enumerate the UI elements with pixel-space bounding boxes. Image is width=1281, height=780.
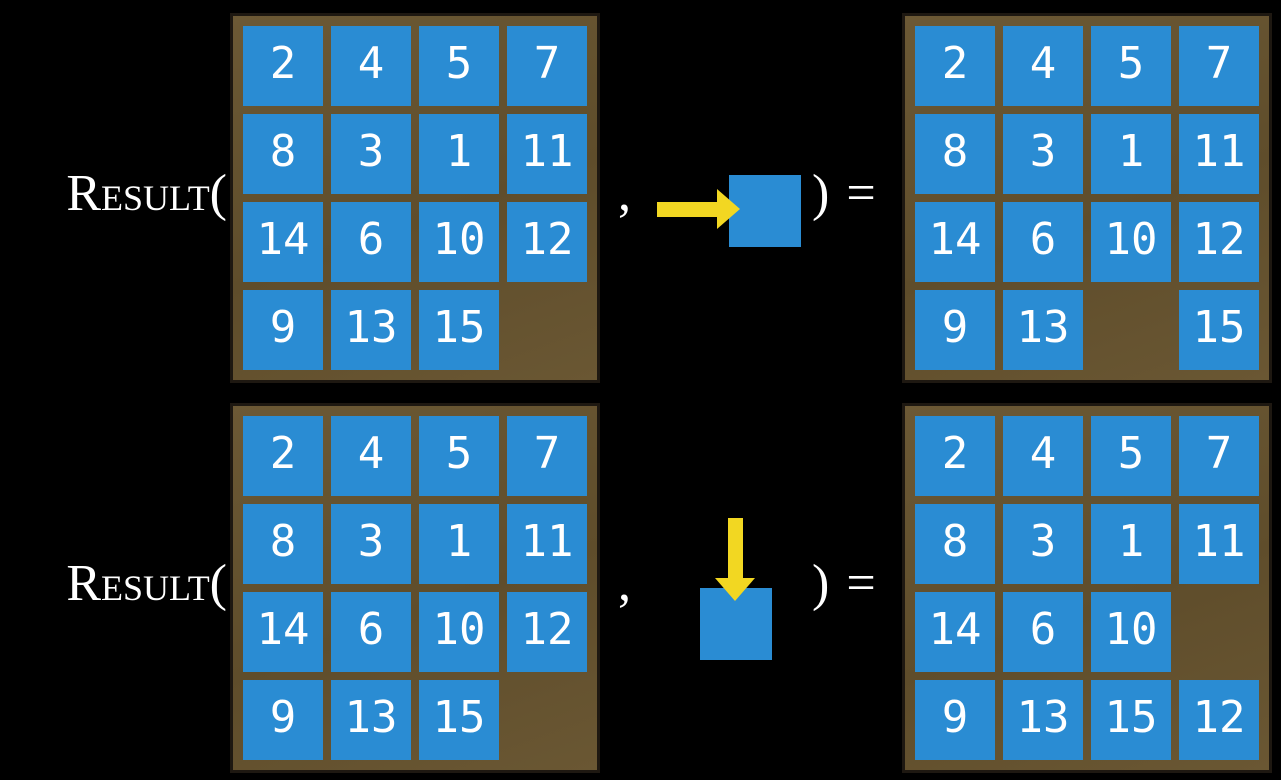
puzzle-tile: 3 xyxy=(331,114,411,194)
puzzle-tile: 4 xyxy=(1003,26,1083,106)
blank-cell xyxy=(1179,592,1259,672)
puzzle-tile: 5 xyxy=(419,26,499,106)
puzzle-tile: 4 xyxy=(1003,416,1083,496)
puzzle-tile: 13 xyxy=(1003,290,1083,370)
arrow-head xyxy=(715,578,755,601)
puzzle-tile: 9 xyxy=(915,680,995,760)
blank-cell xyxy=(1091,290,1171,370)
puzzle-tile: 14 xyxy=(915,202,995,282)
puzzle-tile: 12 xyxy=(1179,202,1259,282)
puzzle-tile: 12 xyxy=(507,202,587,282)
close-paren-equals: ) = xyxy=(812,555,878,612)
puzzle-tile: 3 xyxy=(1003,504,1083,584)
puzzle-tile: 7 xyxy=(507,416,587,496)
down-arrow-icon xyxy=(715,518,755,601)
puzzle-tile: 3 xyxy=(1003,114,1083,194)
puzzle-tile: 2 xyxy=(915,26,995,106)
blank-cell xyxy=(507,680,587,760)
blank-cell xyxy=(507,290,587,370)
close-paren-equals: ) = xyxy=(812,165,878,222)
puzzle-tile: 8 xyxy=(915,504,995,584)
puzzle-tile: 15 xyxy=(419,680,499,760)
puzzle-tile: 11 xyxy=(1179,504,1259,584)
puzzle-tile: 13 xyxy=(331,290,411,370)
puzzle-tile: 14 xyxy=(243,592,323,672)
puzzle-tile: 11 xyxy=(1179,114,1259,194)
right-arrow-icon xyxy=(657,189,740,229)
puzzle-tile: 1 xyxy=(1091,504,1171,584)
puzzle-tile: 10 xyxy=(1091,202,1171,282)
puzzle-tile: 1 xyxy=(419,114,499,194)
puzzle-tile: 14 xyxy=(243,202,323,282)
puzzle-tile: 2 xyxy=(915,416,995,496)
puzzle-tile: 13 xyxy=(331,680,411,760)
puzzle-tile: 2 xyxy=(243,26,323,106)
puzzle-tile: 10 xyxy=(419,592,499,672)
puzzle-tile: 6 xyxy=(331,202,411,282)
function-label: Result( xyxy=(66,165,227,222)
puzzle-tile: 13 xyxy=(1003,680,1083,760)
puzzle-tile: 2 xyxy=(243,416,323,496)
puzzle-tile: 14 xyxy=(915,592,995,672)
puzzle-tile: 8 xyxy=(915,114,995,194)
puzzle-tile: 10 xyxy=(419,202,499,282)
puzzle-tile: 5 xyxy=(419,416,499,496)
puzzle-tile: 10 xyxy=(1091,592,1171,672)
puzzle-tile: 7 xyxy=(1179,416,1259,496)
puzzle-tile: 7 xyxy=(1179,26,1259,106)
puzzle-tile: 6 xyxy=(1003,592,1083,672)
puzzle-tile: 15 xyxy=(1179,290,1259,370)
puzzle-tile: 8 xyxy=(243,114,323,194)
function-label: Result( xyxy=(66,555,227,612)
puzzle-tile: 5 xyxy=(1091,416,1171,496)
action-tile xyxy=(729,175,801,247)
puzzle-tile: 6 xyxy=(331,592,411,672)
puzzle-tile: 5 xyxy=(1091,26,1171,106)
puzzle-tile: 1 xyxy=(1091,114,1171,194)
comma-separator: , xyxy=(618,165,631,222)
puzzle-tile: 15 xyxy=(419,290,499,370)
puzzle-tile: 8 xyxy=(243,504,323,584)
puzzle-tile: 9 xyxy=(243,290,323,370)
puzzle-tile: 3 xyxy=(331,504,411,584)
puzzle-tile: 9 xyxy=(243,680,323,760)
puzzle-tile: 12 xyxy=(507,592,587,672)
arrow-head xyxy=(717,189,740,229)
comma-separator: , xyxy=(618,555,631,612)
puzzle-tile: 4 xyxy=(331,26,411,106)
puzzle-tile: 1 xyxy=(419,504,499,584)
puzzle-tile: 9 xyxy=(915,290,995,370)
puzzle-tile: 12 xyxy=(1179,680,1259,760)
puzzle-tile: 4 xyxy=(331,416,411,496)
puzzle-tile: 15 xyxy=(1091,680,1171,760)
puzzle-tile: 11 xyxy=(507,114,587,194)
puzzle-tile: 6 xyxy=(1003,202,1083,282)
puzzle-tile: 11 xyxy=(507,504,587,584)
puzzle-tile: 7 xyxy=(507,26,587,106)
arrow-shaft xyxy=(657,202,719,217)
arrow-shaft xyxy=(728,518,743,580)
